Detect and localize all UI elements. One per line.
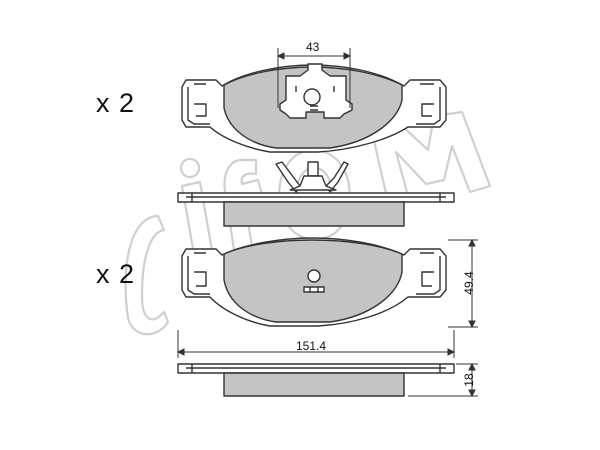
top-pad-side-view: [177, 161, 455, 227]
bottom-quantity-label: x 2: [96, 259, 136, 289]
bottom-pad: [181, 237, 447, 327]
dimension-151-4-label: 151.4: [296, 339, 327, 353]
dimension-49-4: [448, 238, 478, 329]
top-quantity-label: x 2: [96, 88, 136, 118]
spring-clip: [279, 63, 353, 119]
dimension-18: [408, 362, 478, 398]
bottom-pad-side-view: [177, 363, 455, 397]
dimension-43: [276, 48, 352, 108]
dimension-43-label: 43: [306, 40, 320, 54]
dimension-151-4: [176, 330, 456, 358]
dimension-49-4-label: 49.4: [462, 271, 476, 295]
dimension-18-label: 18: [462, 373, 476, 387]
